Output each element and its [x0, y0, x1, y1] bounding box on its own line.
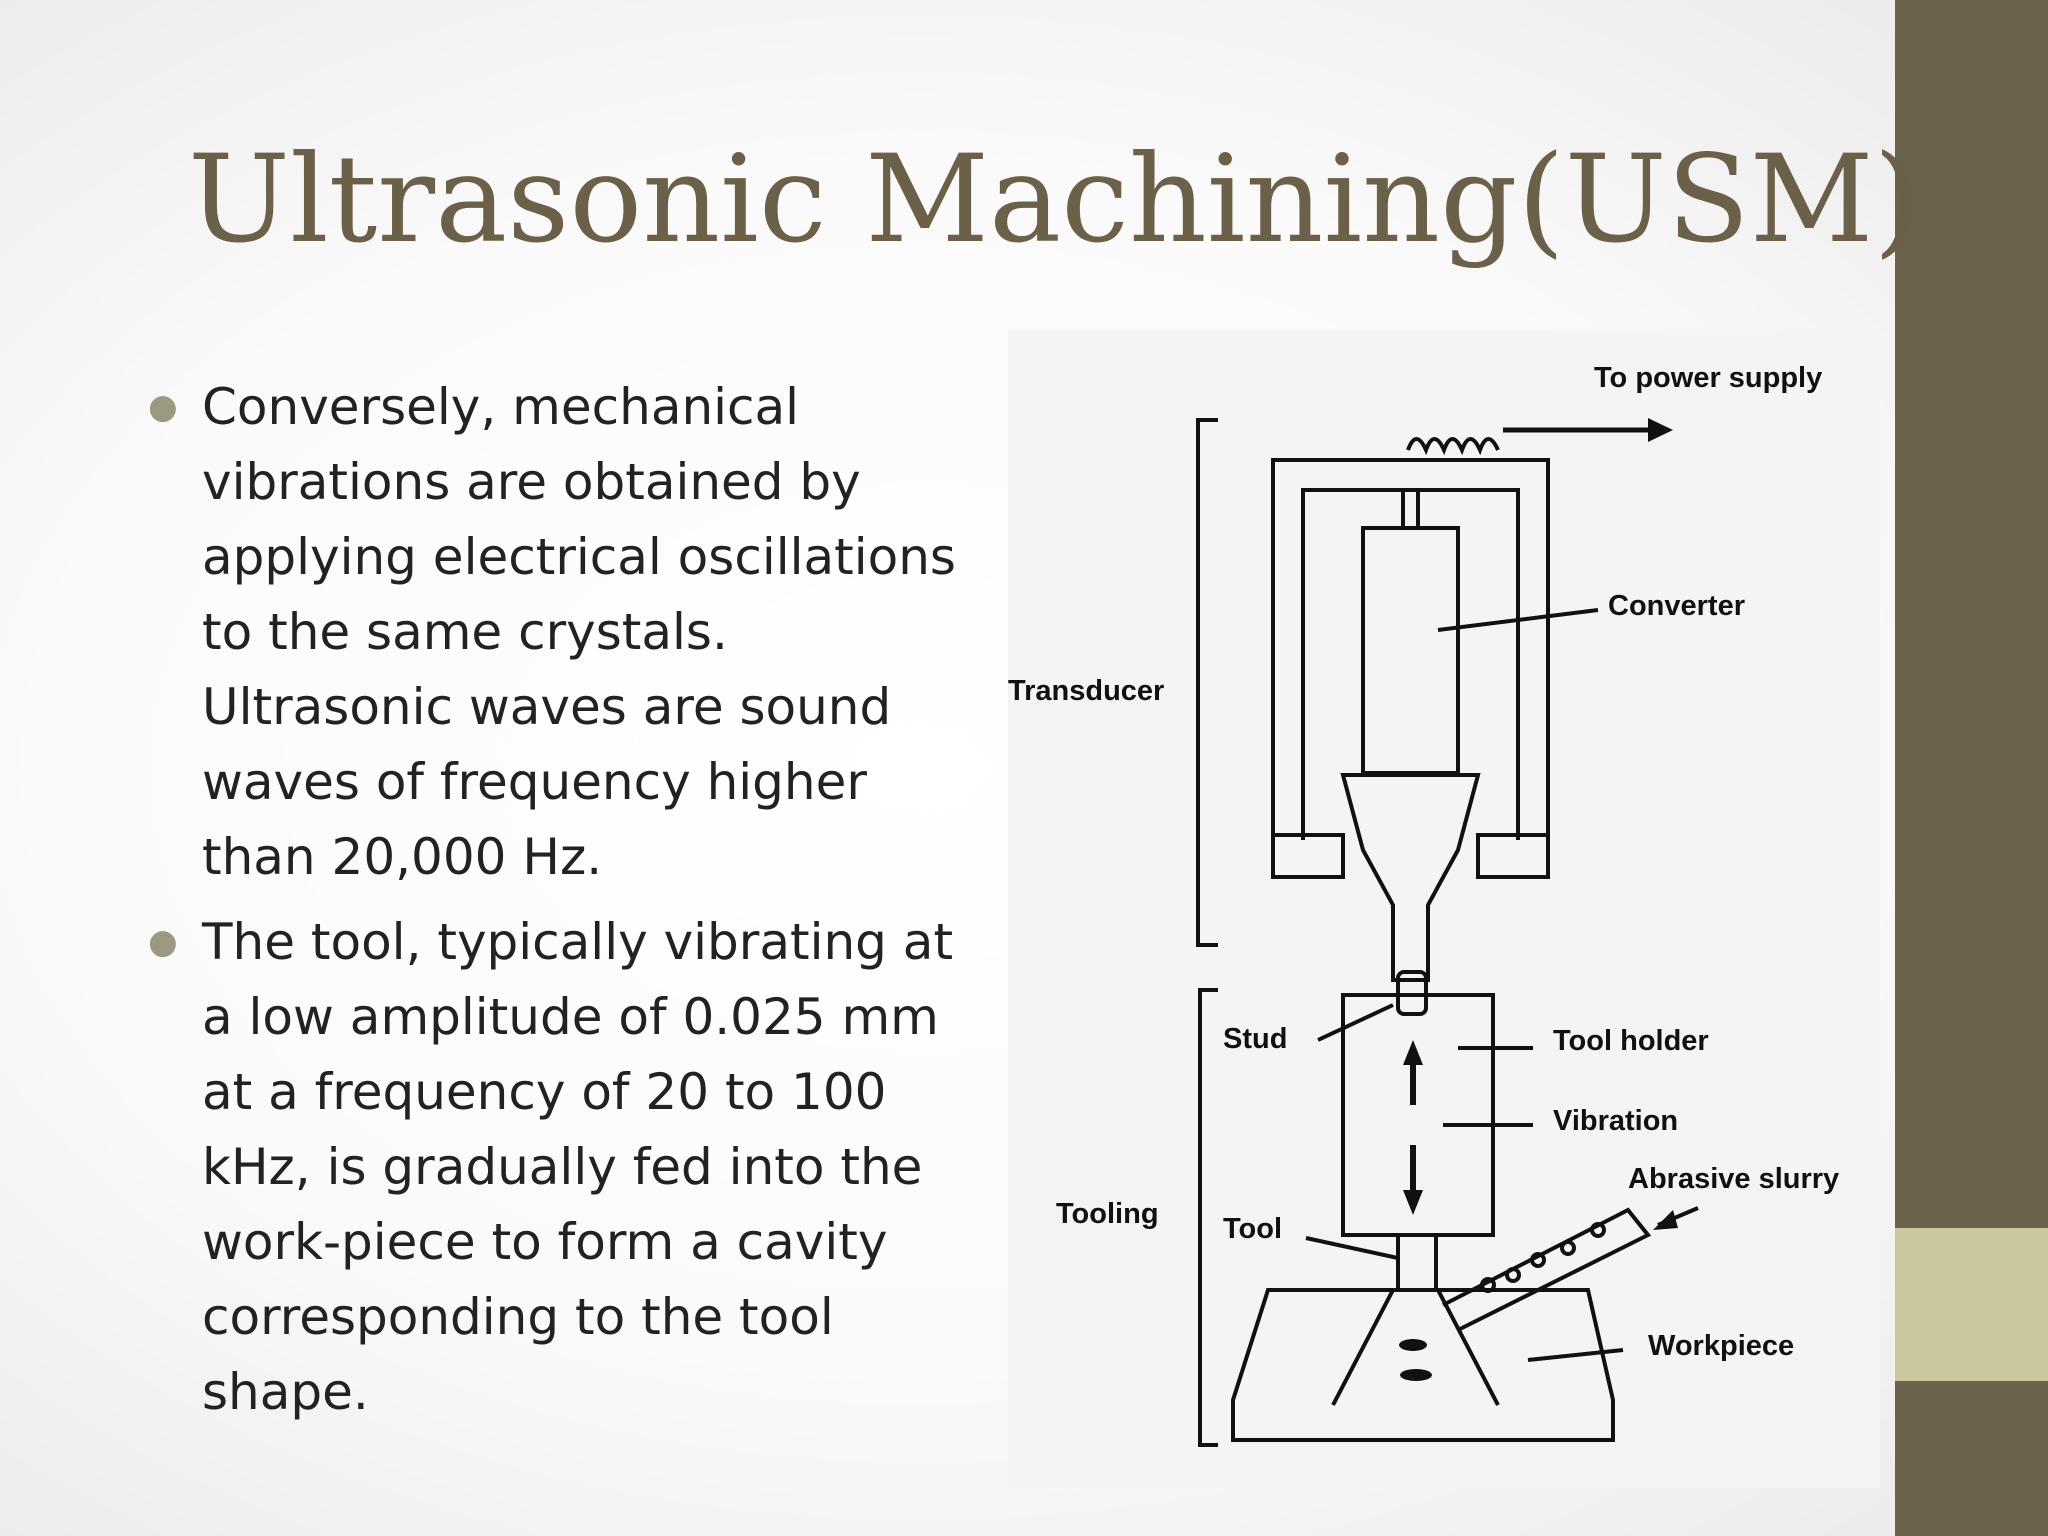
left-flange [1271, 833, 1345, 879]
vibration-arrow-up-icon [1403, 1040, 1423, 1065]
label-tooling: Tooling [1056, 1198, 1159, 1230]
cavity-shape [1331, 1288, 1500, 1406]
stud-leader [1317, 1003, 1394, 1042]
label-converter: Converter [1608, 590, 1745, 622]
right-flange [1476, 833, 1550, 879]
abrasive-arrow-icon [1653, 1210, 1678, 1230]
transducer-bracket [1196, 418, 1218, 947]
abrasive-particle [1590, 1222, 1606, 1238]
tool-leader [1305, 1236, 1399, 1260]
abrasive-particle [1560, 1240, 1576, 1256]
side-decor-accent [1895, 1228, 2048, 1381]
usm-diagram-svg: To power supply Converter Transducer Stu… [1008, 362, 1839, 1447]
power-arrow-icon [1648, 418, 1673, 442]
casing-outer [1271, 458, 1550, 870]
coil-icon [1406, 437, 1500, 456]
casing-inner [1301, 488, 1520, 840]
abrasive-particle [1480, 1277, 1496, 1293]
tool-shape [1396, 1233, 1438, 1292]
bullet-text: The tool, typically vibrating at a low a… [202, 913, 954, 1421]
converter-leader [1437, 608, 1599, 632]
bullet-icon: ● [148, 922, 178, 962]
label-workpiece: Workpiece [1648, 1330, 1794, 1362]
bullet-item: ● The tool, typically vibrating at a low… [140, 905, 970, 1430]
label-stud: Stud [1223, 1023, 1287, 1055]
vibration-arrow-down-icon [1403, 1190, 1423, 1215]
label-transducer: Transducer [1008, 675, 1164, 707]
bullet-list: ● Conversely, mechanical vibrations are … [140, 370, 970, 1440]
tooling-bracket [1198, 988, 1218, 1447]
debris-mark [1399, 1339, 1427, 1351]
label-power-supply: To power supply [1594, 362, 1822, 394]
converter-block [1361, 526, 1460, 775]
horn-shape [1340, 773, 1481, 982]
abrasive-nozzle [1442, 1207, 1652, 1332]
label-tool-holder: Tool holder [1553, 1025, 1709, 1057]
debris-mark [1400, 1369, 1432, 1381]
abrasive-particle [1530, 1252, 1546, 1268]
usm-diagram: To power supply Converter Transducer Stu… [1008, 330, 1880, 1488]
workpiece-shape [1231, 1288, 1615, 1442]
label-abrasive-slurry: Abrasive slurry [1628, 1163, 1839, 1195]
slide-title: Ultrasonic Machining(USM) [188, 129, 1921, 270]
abrasive-particle [1505, 1267, 1521, 1283]
workpiece-leader [1527, 1348, 1624, 1362]
bullet-text: Conversely, mechanical vibrations are ob… [202, 378, 956, 886]
bullet-icon: ● [148, 387, 178, 427]
label-tool: Tool [1223, 1213, 1282, 1245]
bullet-item: ● Conversely, mechanical vibrations are … [140, 370, 970, 895]
label-vibration: Vibration [1553, 1105, 1678, 1137]
